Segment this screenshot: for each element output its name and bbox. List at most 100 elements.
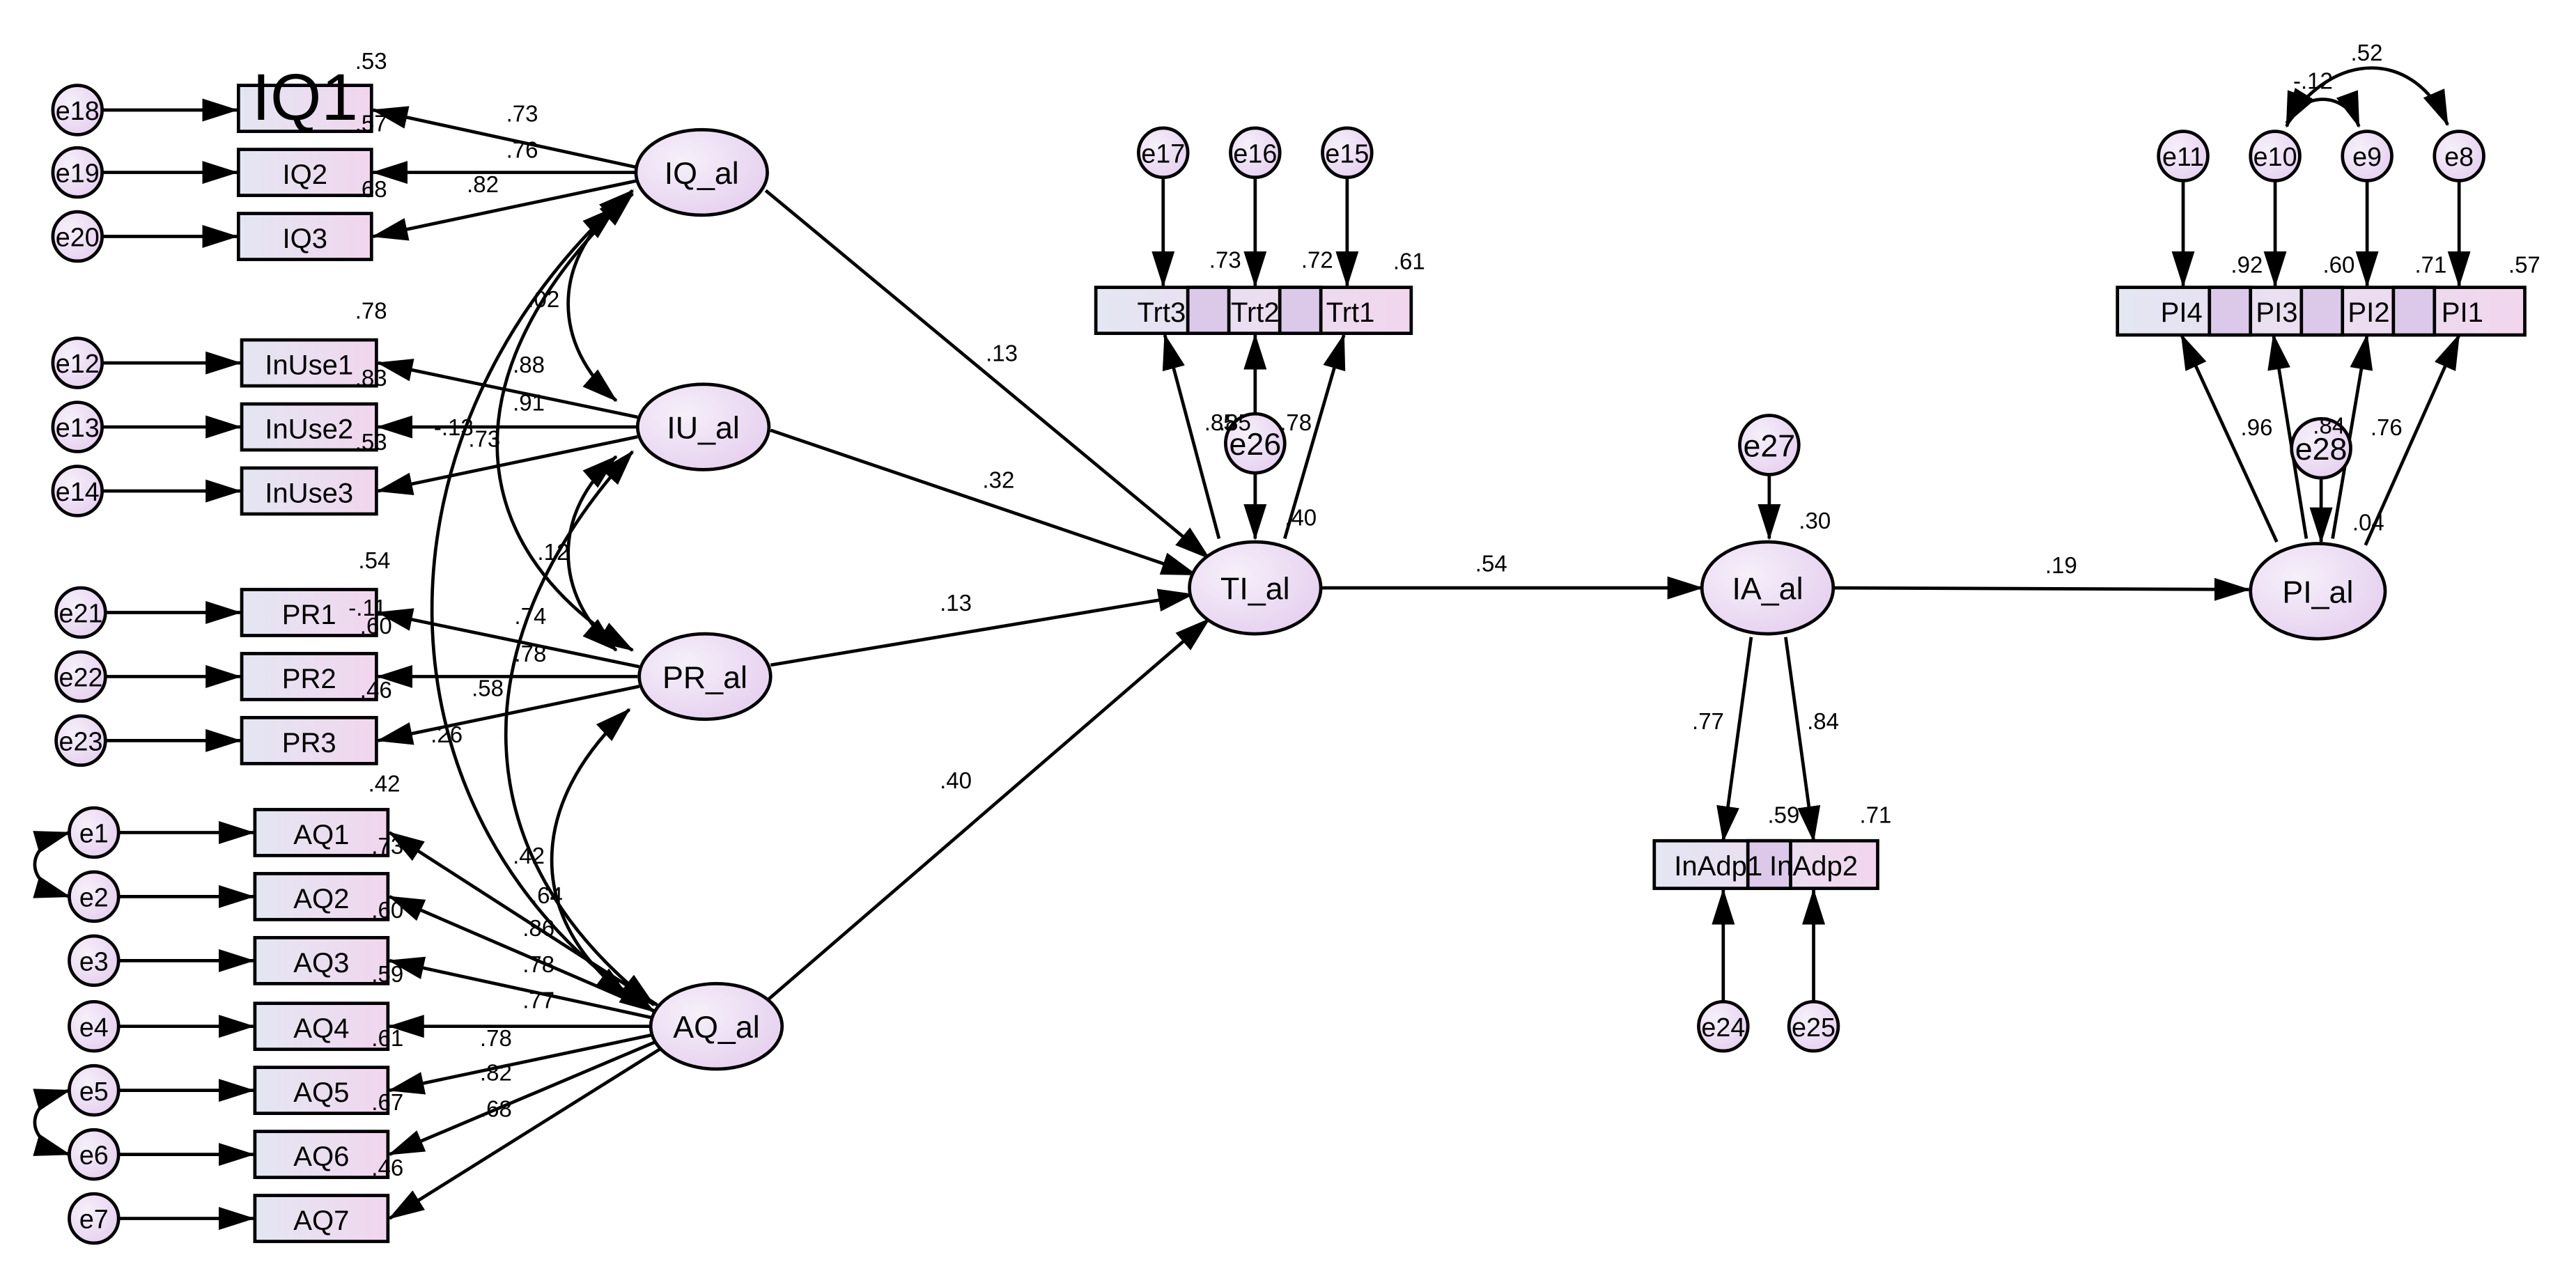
- error-e27: e27: [1738, 414, 1801, 476]
- error-e9: e9: [2341, 130, 2393, 182]
- coef: -.11: [348, 595, 386, 621]
- svg-text:PR2: PR2: [282, 664, 336, 694]
- coef: .92: [2230, 251, 2263, 277]
- svg-text:e24: e24: [1701, 1013, 1745, 1042]
- svg-text:e10: e10: [2253, 142, 2297, 171]
- svg-text:e22: e22: [59, 663, 102, 692]
- error-e5: e5: [68, 1063, 121, 1117]
- coef: .60: [371, 897, 403, 923]
- indicator-PR1: PR1: [240, 588, 378, 637]
- indicator-IQ3: IQ3: [236, 212, 373, 261]
- coef: -.13: [434, 414, 474, 440]
- svg-text:e17: e17: [1141, 139, 1185, 168]
- svg-text:e16: e16: [1233, 139, 1277, 168]
- coef: .78: [1280, 410, 1312, 435]
- error-e3: e3: [68, 934, 121, 988]
- svg-text:InUse2: InUse2: [265, 414, 353, 445]
- indicator-PI3: PI3: [2256, 297, 2297, 328]
- coef: .96: [2241, 414, 2273, 440]
- error-e19: e19: [51, 146, 104, 199]
- svg-text:AQ1: AQ1: [293, 820, 349, 850]
- coef: .85: [1204, 410, 1236, 435]
- svg-text:InUse3: InUse3: [265, 478, 353, 509]
- latent-PR_al: PR_al: [637, 632, 773, 722]
- svg-text:AQ4: AQ4: [293, 1013, 349, 1044]
- coef: .85: [1219, 410, 1251, 435]
- svg-text:e28: e28: [2295, 432, 2348, 467]
- latent-AQ_al: AQ_al: [649, 982, 784, 1071]
- indicator-InUse3: InUse3: [240, 466, 378, 516]
- coef: .57: [355, 111, 387, 137]
- error-e13: e13: [51, 400, 104, 453]
- coef: .61: [1393, 249, 1425, 274]
- coef: .53: [355, 429, 387, 455]
- svg-text:e23: e23: [59, 727, 102, 756]
- coef: .76: [506, 137, 538, 162]
- svg-text:InUse1: InUse1: [265, 350, 353, 381]
- coef: .86: [522, 915, 554, 941]
- coef: .40: [1285, 505, 1317, 531]
- coef: .46: [360, 677, 392, 703]
- coef: .76: [2371, 414, 2403, 440]
- indicator-PI2: PI2: [2348, 297, 2389, 328]
- indicator-InAdp1: InAdp1: [1674, 851, 1762, 882]
- coef: .73: [506, 100, 538, 126]
- svg-text:IQ1: IQ1: [252, 61, 358, 134]
- svg-text:e18: e18: [56, 96, 100, 125]
- svg-text:AQ7: AQ7: [293, 1206, 349, 1236]
- indicator-Trt1: Trt1: [1326, 297, 1375, 328]
- coef: .53: [355, 48, 387, 74]
- error-e28: e28: [2290, 416, 2352, 480]
- coef: .59: [371, 961, 403, 987]
- coef: .60: [2322, 251, 2354, 277]
- svg-text:AQ_al: AQ_al: [673, 1010, 759, 1045]
- coef: .68: [480, 1095, 512, 1121]
- svg-text:e5: e5: [79, 1077, 109, 1106]
- svg-text:e13: e13: [56, 413, 100, 442]
- coef: .83: [355, 365, 387, 391]
- error-e23: e23: [54, 714, 107, 767]
- coef: .04: [2352, 510, 2384, 536]
- coef: .64: [531, 882, 563, 908]
- error-e26: e26: [1224, 412, 1287, 475]
- coef: .84: [1807, 708, 1839, 734]
- error-e4: e4: [68, 999, 121, 1053]
- svg-text:e3: e3: [79, 947, 109, 976]
- latent-IU_al: IU_al: [635, 382, 771, 471]
- coef: .73: [371, 833, 403, 859]
- indicator-Trt2: Trt2: [1231, 297, 1280, 328]
- svg-text:IU_al: IU_al: [667, 411, 740, 446]
- coef: .57: [2508, 251, 2540, 277]
- coef: .58: [472, 676, 504, 701]
- coef: .71: [2415, 251, 2447, 277]
- indicator-AQ3: AQ3: [253, 935, 390, 985]
- svg-text:PI_al: PI_al: [2282, 575, 2353, 609]
- coef: .46: [371, 1155, 403, 1180]
- coef: .59: [1768, 802, 1800, 827]
- indicator-AQ2: AQ2: [253, 872, 390, 921]
- coef: .26: [430, 722, 463, 747]
- indicator-PI1: PI1: [2442, 297, 2483, 328]
- error-e10: e10: [2249, 130, 2302, 182]
- svg-text:TI_al: TI_al: [1220, 572, 1290, 607]
- coef: .42: [513, 843, 545, 868]
- latent-TI_al: TI_al: [1188, 540, 1323, 636]
- coef: .54: [1475, 551, 1507, 577]
- svg-text:e25: e25: [1792, 1013, 1836, 1042]
- error-e18: e18: [51, 84, 104, 137]
- svg-text:PR1: PR1: [282, 600, 336, 630]
- svg-text:e19: e19: [56, 159, 100, 188]
- error-e20: e20: [51, 210, 104, 263]
- coef: .30: [1799, 508, 1831, 533]
- coef: .78: [355, 297, 387, 323]
- indicator-AQ6: AQ6: [253, 1130, 390, 1179]
- coef: .61: [371, 1025, 403, 1051]
- coef: .42: [368, 770, 401, 796]
- svg-text:e21: e21: [59, 599, 102, 628]
- coef: .71: [1860, 802, 1892, 827]
- svg-text:e11: e11: [2162, 142, 2204, 171]
- indicator-InAdp2: InAdp2: [1769, 851, 1858, 882]
- latent-PI_al: PI_al: [2249, 542, 2387, 641]
- coef: .72: [1301, 247, 1333, 272]
